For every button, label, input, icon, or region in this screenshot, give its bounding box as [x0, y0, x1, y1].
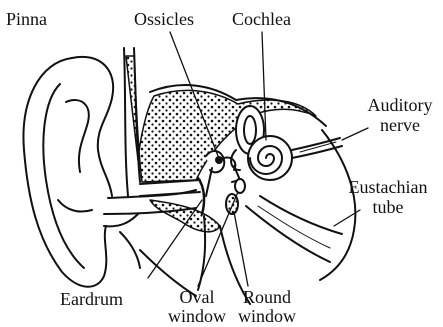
bone-texture-lower: [150, 200, 220, 232]
label-round-window-line1: Round: [232, 288, 302, 306]
label-eustachian-tube-line1: Eustachian: [336, 178, 440, 196]
label-round-window-line2: window: [232, 307, 302, 325]
label-cochlea: Cochlea: [232, 10, 291, 28]
eardrum-shape: [198, 178, 204, 214]
label-pinna: Pinna: [6, 10, 47, 28]
label-eardrum: Eardrum: [60, 290, 123, 308]
pinna-shape: [23, 57, 138, 287]
cochlea-shape: [248, 136, 292, 180]
label-ossicles: Ossicles: [134, 10, 194, 28]
oval-window-shape: [235, 179, 245, 193]
label-auditory-nerve-line2: nerve: [360, 116, 440, 134]
label-eustachian-tube-line2: tube: [336, 198, 440, 216]
label-oval-window-line1: Oval: [164, 288, 230, 306]
label-oval-window-line2: window: [164, 307, 230, 325]
label-auditory-nerve-line1: Auditory: [360, 96, 440, 114]
eustachian-tube-shape: [246, 196, 342, 262]
